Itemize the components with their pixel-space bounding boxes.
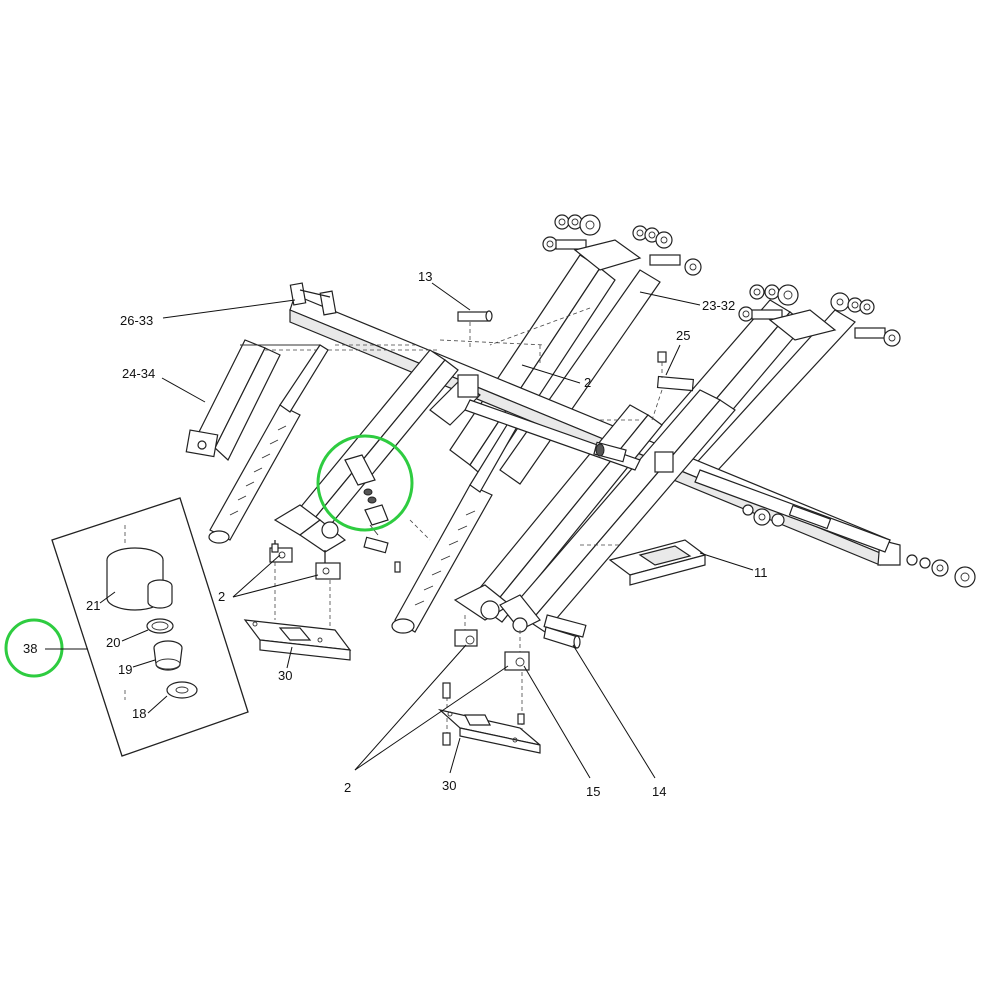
callout-15: 15	[586, 784, 600, 799]
ring-20	[146, 618, 174, 634]
callout-13: 13	[418, 269, 432, 284]
callout-21: 21	[86, 598, 100, 613]
pin-25	[651, 351, 695, 421]
callout-11: 11	[754, 565, 768, 580]
callout-26-33: 26-33	[120, 313, 153, 328]
highlight-circle-38	[4, 618, 64, 678]
callout-labels: 13 26-33 23-32 25 2 24-34 11 2 30 2 30 1…	[23, 269, 768, 799]
callout-2-bottom: 2	[344, 780, 351, 795]
callout-25: 25	[676, 328, 690, 343]
roller-set-top-left	[542, 214, 702, 276]
cross-tube-right	[694, 469, 976, 588]
bolts	[271, 543, 525, 746]
piston-19	[153, 640, 183, 671]
pin-14	[543, 626, 581, 649]
callout-14: 14	[652, 784, 666, 799]
assembly-dash-lines	[335, 307, 640, 541]
highlighted-detail	[344, 454, 389, 536]
highlight-circle-detail	[316, 434, 414, 532]
seal-18	[166, 681, 198, 699]
callout-2-top: 2	[584, 375, 591, 390]
inset-panel	[51, 497, 249, 757]
mid-cylinder	[593, 441, 627, 463]
center-hydraulic-cylinder	[391, 419, 519, 634]
pin-13	[457, 310, 493, 350]
roller-set-top-right	[738, 284, 901, 347]
left-hydraulic-cylinder	[208, 344, 329, 544]
callout-20: 20	[106, 635, 120, 650]
callout-38: 38	[23, 641, 37, 656]
callout-23-32: 23-32	[702, 298, 735, 313]
callout-18: 18	[132, 706, 146, 721]
callout-19: 19	[118, 662, 132, 677]
cap-21	[106, 547, 173, 611]
callout-30-left: 30	[278, 668, 292, 683]
bracket-11	[580, 539, 707, 586]
mount-block-set-bottom	[446, 615, 530, 740]
callout-30-bottom: 30	[442, 778, 456, 793]
left-cylinder-bracket	[185, 339, 440, 461]
callout-2-left: 2	[218, 589, 225, 604]
leader-lines	[45, 282, 754, 779]
callout-24-34: 24-34	[122, 366, 155, 381]
base-plate-bottom	[437, 708, 541, 754]
base-plate-left	[243, 619, 352, 661]
pivot-brackets	[273, 504, 587, 638]
